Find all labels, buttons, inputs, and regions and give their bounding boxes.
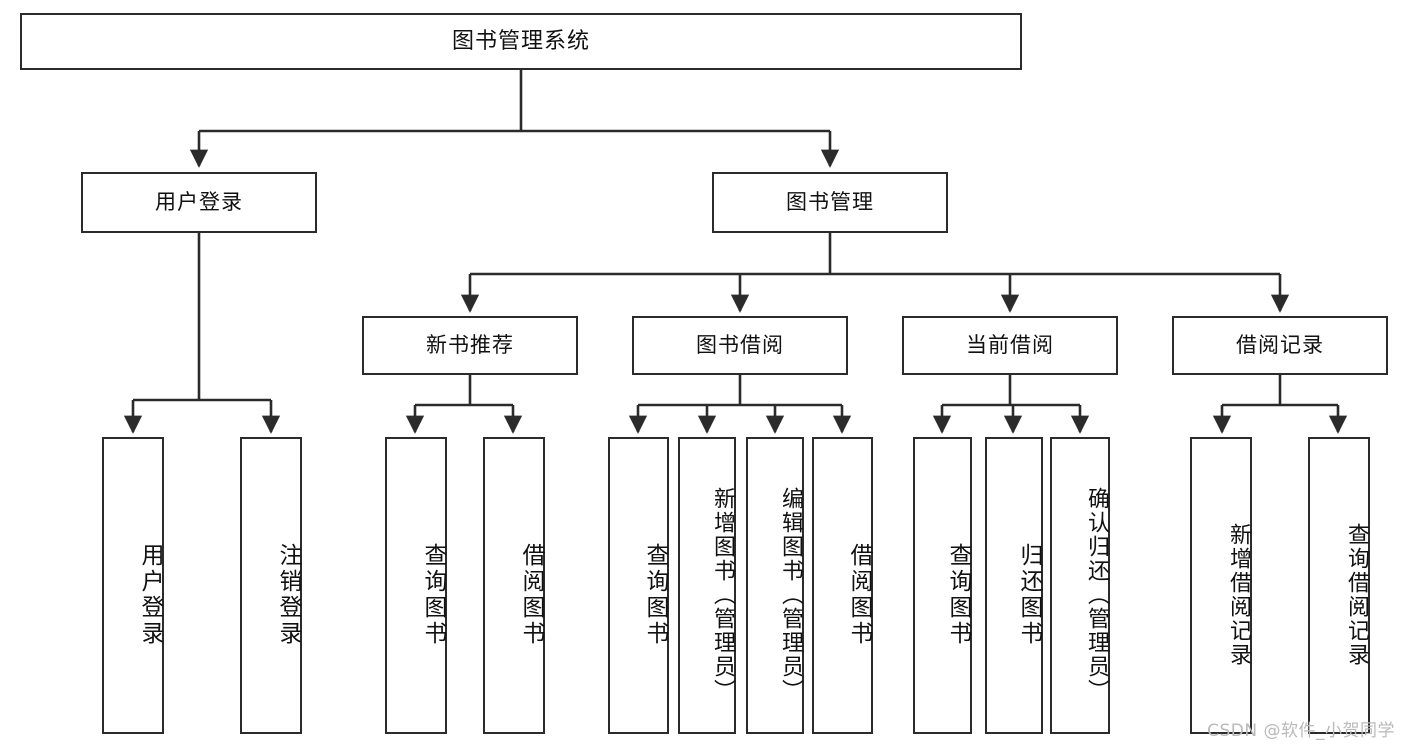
node-label: 当前借阅 bbox=[966, 333, 1054, 358]
node-label: 查询借阅记录 bbox=[1344, 522, 1369, 667]
leaf-query-book-current[interactable]: 查询图书 bbox=[913, 437, 972, 734]
node-label: 查询图书 bbox=[642, 542, 668, 647]
leaf-query-book-borrow[interactable]: 查询图书 bbox=[608, 437, 669, 734]
node-label: 新增图书（管理员） bbox=[710, 486, 735, 703]
leaf-query-book-recommend[interactable]: 查询图书 bbox=[385, 437, 447, 734]
node-label: 新增借阅记录 bbox=[1226, 522, 1251, 667]
leaf-logout[interactable]: 注销登录 bbox=[240, 437, 302, 734]
leaf-confirm-return-admin[interactable]: 确认归还（管理员） bbox=[1050, 437, 1110, 734]
node-label: 借阅记录 bbox=[1236, 333, 1324, 358]
leaf-borrow-book-recommend[interactable]: 借阅图书 bbox=[483, 437, 545, 734]
node-label: 编辑图书（管理员） bbox=[778, 486, 803, 703]
node-label: 借阅图书 bbox=[518, 542, 544, 647]
node-new-book-recommend[interactable]: 新书推荐 bbox=[362, 316, 578, 375]
node-borrow-record[interactable]: 借阅记录 bbox=[1172, 316, 1388, 375]
node-label: 确认归还（管理员） bbox=[1084, 486, 1109, 703]
leaf-user-login[interactable]: 用户登录 bbox=[102, 437, 164, 734]
node-label: 查询图书 bbox=[420, 542, 446, 647]
watermark: CSDN @软件_小贺同学 bbox=[1207, 721, 1395, 741]
node-label: 借阅图书 bbox=[846, 542, 872, 647]
leaf-add-borrow-record[interactable]: 新增借阅记录 bbox=[1190, 437, 1252, 734]
node-label: 归还图书 bbox=[1016, 542, 1042, 647]
node-book-borrow[interactable]: 图书借阅 bbox=[632, 316, 848, 375]
node-label: 查询图书 bbox=[945, 542, 971, 647]
node-label: 注销登录 bbox=[275, 542, 301, 647]
node-current-borrow[interactable]: 当前借阅 bbox=[902, 316, 1118, 375]
leaf-return-book[interactable]: 归还图书 bbox=[985, 437, 1043, 734]
node-label: 新书推荐 bbox=[426, 333, 514, 358]
node-book-management[interactable]: 图书管理 bbox=[712, 172, 948, 233]
node-label: 用户登录 bbox=[137, 542, 163, 647]
node-user-login[interactable]: 用户登录 bbox=[81, 172, 317, 233]
node-root-book-management-system[interactable]: 图书管理系统 bbox=[20, 13, 1022, 70]
node-label: 图书借阅 bbox=[696, 333, 784, 358]
leaf-borrow-book[interactable]: 借阅图书 bbox=[812, 437, 873, 734]
node-label: 图书管理 bbox=[786, 190, 874, 215]
leaf-edit-book-admin[interactable]: 编辑图书（管理员） bbox=[746, 437, 804, 734]
node-label: 图书管理系统 bbox=[451, 28, 590, 54]
node-label: 用户登录 bbox=[155, 190, 243, 215]
leaf-add-book-admin[interactable]: 新增图书（管理员） bbox=[678, 437, 736, 734]
leaf-query-borrow-record[interactable]: 查询借阅记录 bbox=[1308, 437, 1370, 734]
